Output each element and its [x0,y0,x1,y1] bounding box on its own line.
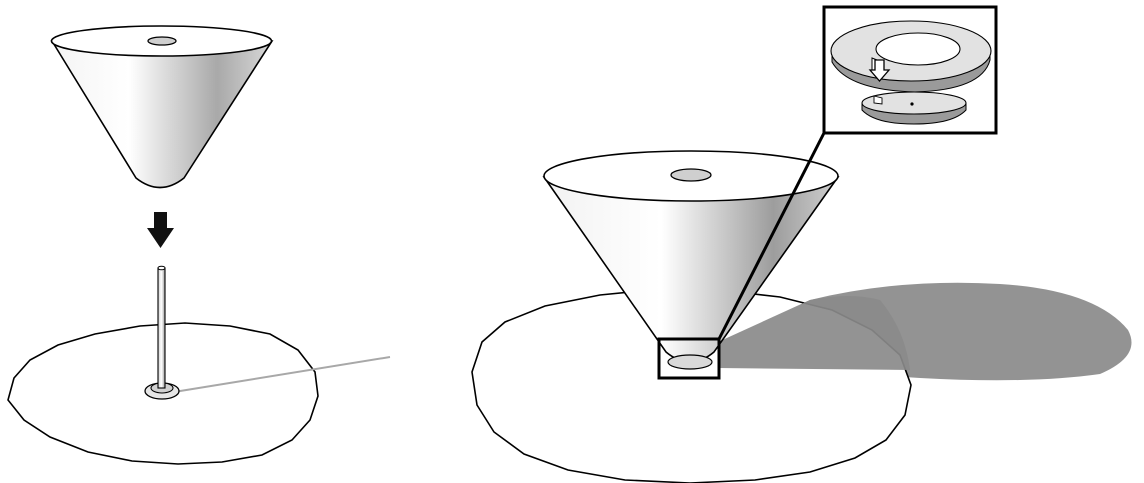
left-panel [8,26,390,464]
detail-inset [824,7,996,133]
cone-left-body [52,41,272,188]
right-panel [472,7,1132,483]
pin-shaft [158,268,165,388]
cone-right-hole [671,169,711,181]
cone-left-hole [148,37,176,45]
inset-disc-center-hole [910,102,913,105]
down-arrow-icon [147,212,174,248]
inset-upper-ring-hole [876,33,960,65]
cone-right-tip-ring [668,355,712,369]
pin-tip [158,266,165,270]
